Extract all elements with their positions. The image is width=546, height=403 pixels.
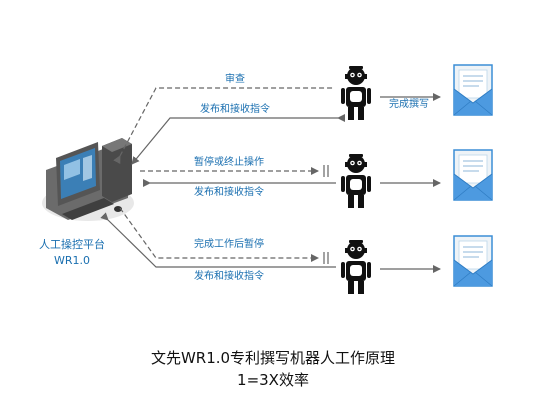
document-envelope-icon	[453, 235, 493, 287]
row1-upper-label: 审查	[225, 74, 245, 85]
row3-lower-solid-line	[100, 212, 336, 268]
robot-icon	[341, 154, 371, 208]
row3-upper-dashed-line	[119, 207, 319, 262]
row1-output-label: 完成撰写	[389, 99, 429, 110]
robot-icon	[341, 240, 371, 294]
platform-version-label: WR1.0	[53, 254, 91, 267]
row2-lower-label: 发布和接收指令	[194, 187, 264, 198]
computer-workstation-icon	[42, 138, 134, 221]
row2-upper-label: 暂停或终止操作	[194, 157, 264, 168]
document-envelope-icon	[453, 149, 493, 201]
platform-name-label: 人工操控平台	[39, 238, 105, 251]
pause-symbols	[323, 165, 329, 264]
document-envelope-icon	[453, 64, 493, 116]
robot-icon	[341, 66, 371, 120]
row3-upper-label: 完成工作后暂停	[194, 239, 264, 250]
row1-lower-solid-line	[131, 114, 345, 165]
row1-upper-dashed-line	[113, 87, 333, 165]
caption-subtitle: 1=3X效率	[237, 371, 309, 389]
row1-lower-label: 发布和接收指令	[200, 104, 270, 115]
connector-lines	[100, 87, 441, 273]
row3-lower-label: 发布和接收指令	[194, 271, 264, 282]
caption-title: 文先WR1.0专利撰写机器人工作原理	[150, 349, 396, 367]
